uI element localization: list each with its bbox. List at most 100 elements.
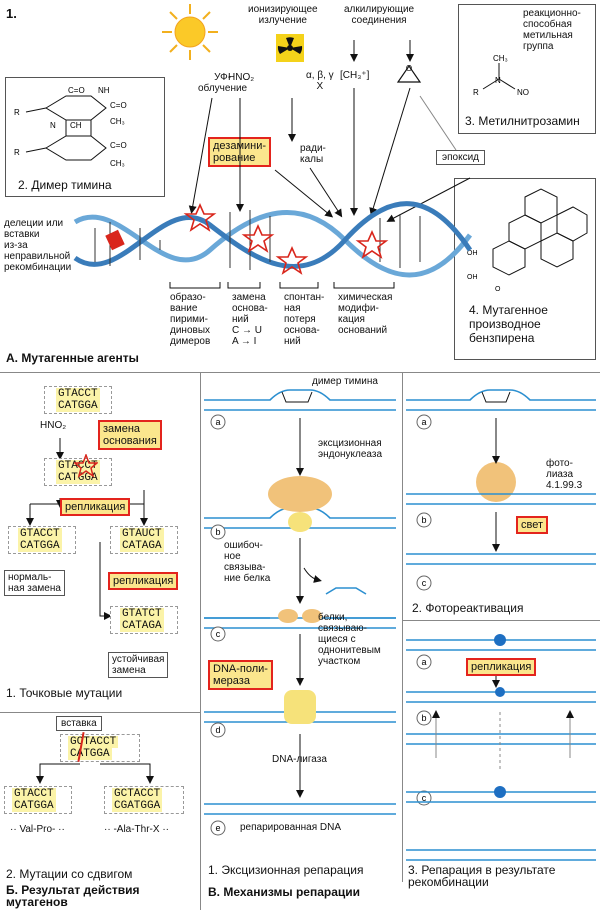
svg-text:b: b <box>215 527 220 537</box>
epoxide-ring-icon: O <box>396 64 422 83</box>
res-left-2: CATGGA <box>12 800 56 812</box>
dna-helix-diagram <box>73 40 473 289</box>
divider-b <box>200 372 201 910</box>
seq-mid-2: CATGGA <box>56 472 100 484</box>
stable-substitution-label: устойчивая замена <box>108 652 169 678</box>
effect-chemical-mod: химическая модифи- кация оснований <box>338 292 393 336</box>
svg-text:d: d <box>215 725 220 735</box>
insertion-label: вставка <box>56 716 102 731</box>
substitution-tag: замена основания <box>98 420 162 450</box>
svg-text:CH: CH <box>70 121 82 130</box>
part-b: GTACCT CATGGA HNO₂ замена основания GTAC… <box>0 372 200 910</box>
svg-text:e: e <box>215 823 220 833</box>
res-left-1: GTACCT <box>12 788 56 800</box>
uv-label: УФ- облучение <box>198 72 248 94</box>
divider-c <box>402 372 403 882</box>
svg-text:C=O: C=O <box>110 141 127 150</box>
svg-text:NH: NH <box>98 86 110 95</box>
excision-title: 1. Эксцизионная репарация <box>208 863 364 877</box>
part-a-title: А. Мутагенные агенты <box>6 351 139 365</box>
dimer-label: димер тимина <box>312 376 378 387</box>
divider-d <box>0 712 200 713</box>
ins-seq-2: CATGGA <box>68 748 112 760</box>
svg-text:R: R <box>14 148 20 157</box>
methylnitrosamine-box: реакционно- способная метильная группа R… <box>458 4 596 134</box>
light-tag: свет <box>516 516 549 534</box>
svg-text:NO: NO <box>517 88 529 97</box>
res-right-1: GCTACCT <box>112 788 163 800</box>
mistaken-binding-label: ошибоч- ное связыва- ние белка <box>224 540 271 584</box>
excision-nuclease-label: эксцизионная эндонуклеаза <box>318 438 383 460</box>
radicals-label: ради- калы <box>300 143 326 165</box>
benzpyrene-box: OH OH O 4. Мутагенное производное бензпире… <box>454 178 596 360</box>
frameshift-title: 2. Мутации со сдвигом <box>6 867 133 881</box>
photolyase-label: фото- лиаза 4.1.99.3 <box>546 458 583 491</box>
benzpyrene-title: 4. Мутагенное производное бензпирена <box>469 303 548 345</box>
ionizing-types: α, β, γ X <box>306 70 334 92</box>
methylnitrosamine-title: 3. Метилнитрозамин <box>465 114 580 128</box>
repaired-label: репарированная DNA <box>240 822 342 833</box>
seq-right-1: GTAUCT <box>120 528 164 540</box>
part-a-number: 1. <box>6 6 17 21</box>
effect-substitution: замена основа- ний C → U A → I <box>232 292 268 347</box>
svg-text:OH: OH <box>467 250 478 257</box>
seq-top-2: CATGGA <box>56 400 100 412</box>
epoxide-tag: эпоксид <box>436 150 485 165</box>
part-a: 1. ионизирующее излучение α, β, γ X алки… <box>0 0 600 372</box>
res-right-2: CGATGGA <box>112 800 163 812</box>
svg-text:C=O: C=O <box>110 101 127 110</box>
replication-tag-3: репликация <box>466 658 537 676</box>
normal-substitution-label: нормаль- ная замена <box>4 570 65 596</box>
thymine-dimer-title: 2. Димер тимина <box>18 178 112 192</box>
part-v-title: В. Механизмы репарации <box>208 885 361 899</box>
svg-text:CH₃: CH₃ <box>110 159 125 168</box>
svg-text:O: O <box>495 286 501 293</box>
svg-text:a: a <box>421 657 426 667</box>
svg-text:N: N <box>50 121 56 130</box>
radiation-icon <box>276 34 304 62</box>
repair-diagram: abc de abc abc <box>204 389 596 861</box>
ligase-label: DNA-лигаза <box>272 754 327 765</box>
benzpyrene-structure: OH OH O <box>467 188 588 293</box>
photoreactivation-title: 2. Фотореактивация <box>412 601 524 615</box>
svg-text:R: R <box>473 88 479 97</box>
effect-dimers: образо- вание пирими- диновых димеров <box>170 292 211 347</box>
svg-text:O: O <box>406 64 412 73</box>
ionizing-label: ионизирующее излучение <box>248 4 318 26</box>
alkyl-label: алкилирующие соединения <box>344 4 415 26</box>
svg-text:b: b <box>421 713 426 723</box>
divider-a <box>0 372 600 373</box>
svg-text:c: c <box>422 793 427 803</box>
methyl-group-label: реакционно- способная метильная группа <box>523 8 581 52</box>
mutation-star-icon <box>74 454 98 478</box>
hno2-label: HNO₂ <box>228 72 255 83</box>
svg-text:c: c <box>216 629 221 639</box>
ssb-label: белки, связываю- щиеся с однонитевым уча… <box>318 612 381 667</box>
ch3-label: [CH₃⁺] <box>340 70 370 81</box>
replication-tag-2: репликация <box>108 572 179 590</box>
deletions-label: делеции или вставки из-за неправильной р… <box>4 218 72 273</box>
svg-text:a: a <box>421 417 426 427</box>
protein-right: ·· -Ala-Thr-X ·· <box>104 824 169 835</box>
svg-text:b: b <box>421 515 426 525</box>
seq-final-1: GTATCT <box>120 608 164 620</box>
divider-e <box>402 620 600 621</box>
recombination-title: 3. Репарация в результате рекомбинации <box>408 863 556 889</box>
effect-base-loss: спонтан- ная потеря основа- ний <box>284 292 325 347</box>
point-mutations-title: 1. Точковые мутации <box>6 686 123 700</box>
protein-left: ·· Val-Pro- ·· <box>10 824 65 835</box>
svg-text:N: N <box>495 76 501 85</box>
seq-final-2: CATAGA <box>120 620 164 632</box>
seq-left-1: GTACCT <box>18 528 62 540</box>
seq-right-2: CATAGA <box>120 540 164 552</box>
seq-left-2: CATGGA <box>18 540 62 552</box>
svg-text:OH: OH <box>467 274 478 281</box>
svg-text:CH₃: CH₃ <box>110 117 125 126</box>
replication-tag-1: репликация <box>60 498 131 516</box>
ins-seq-1: GCTACCT <box>68 736 119 748</box>
sun-icon <box>162 4 218 60</box>
